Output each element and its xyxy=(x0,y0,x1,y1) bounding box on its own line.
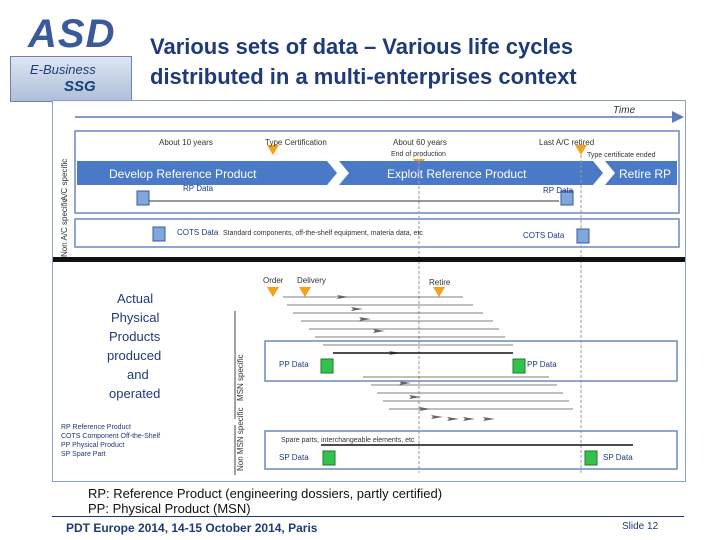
airplane-icon xyxy=(399,381,411,385)
airplane-icon xyxy=(447,417,459,421)
cots-doc-left xyxy=(152,226,166,242)
non-msn-specific-label: Non MSN specific xyxy=(236,407,245,471)
legend-cots: COTS Component Off-the-Shelf xyxy=(61,433,160,440)
airplane-icons xyxy=(337,295,495,421)
rp-data-label-left: RP Data xyxy=(183,184,214,193)
slide-number: Slide 12 xyxy=(622,521,659,532)
rp-data-doc-left xyxy=(136,190,150,206)
delivery-milestone xyxy=(299,287,311,297)
pp-data-label-left: PP Data xyxy=(279,360,309,369)
logo-asd-text: ASD xyxy=(28,12,116,56)
cots-doc-right xyxy=(576,228,590,244)
legend-pp: PP Physical Product xyxy=(61,442,124,449)
sp-description: Spare parts, interchangeable elements, e… xyxy=(281,437,415,444)
last-ac-retired-label: Last A/C retired xyxy=(539,138,594,147)
logo-ebusiness-box xyxy=(10,56,132,102)
sp-data-label-right: SP Data xyxy=(603,453,633,462)
lifecycle-diagram: Time A/C specific Non A/C specific About… xyxy=(52,100,686,482)
logo-ebusiness-text: E-Business xyxy=(30,62,96,77)
actual-line-5: and xyxy=(127,367,149,382)
airplane-icon xyxy=(351,307,363,311)
sp-doc-right xyxy=(584,450,598,466)
airplane-icon xyxy=(431,415,443,419)
title-line-1: Various sets of data – Various life cycl… xyxy=(150,34,574,59)
msn-specific-label: MSN specific xyxy=(236,354,245,401)
actual-line-3: Products xyxy=(109,329,161,344)
rp-frame xyxy=(74,130,680,214)
sp-data-label-left: SP Data xyxy=(279,453,309,462)
slide-title: Various sets of data – Various life cycl… xyxy=(150,32,710,92)
cots-label-right: COTS Data xyxy=(523,231,565,240)
type-certificate-ended-label: Type certificate ended xyxy=(587,152,656,159)
asd-logo: ASD E-Business SSG xyxy=(8,8,132,102)
ac-specific-label: A/C specific xyxy=(60,159,69,201)
about-60-years-label: About 60 years xyxy=(393,138,447,147)
order-milestone xyxy=(267,287,279,297)
cots-description: Standard components, off-the-shelf equip… xyxy=(223,230,423,237)
end-of-production-label: End of production xyxy=(391,151,446,158)
section-separator xyxy=(53,257,685,262)
pp-doc-right xyxy=(512,358,526,374)
airplane-icon xyxy=(463,417,475,421)
pp-doc-left xyxy=(320,358,334,374)
cots-label-left: COTS Data xyxy=(177,228,219,237)
airplane-icon xyxy=(419,407,431,411)
retire-phase-arrow xyxy=(605,161,677,185)
pp-data-label-right: PP Data xyxy=(527,360,557,369)
develop-phase-label: Develop Reference Product xyxy=(109,167,257,181)
type-certification-label: Type Certification xyxy=(265,138,327,147)
delivery-label: Delivery xyxy=(297,276,326,285)
time-label: Time xyxy=(613,105,636,116)
airplane-icon xyxy=(359,317,371,321)
non-ac-specific-label: Non A/C specific xyxy=(60,198,69,257)
caption-pp: PP: Physical Product (MSN) xyxy=(88,501,251,516)
about-10-years-label: About 10 years xyxy=(159,138,213,147)
actual-line-2: Physical xyxy=(111,310,160,325)
airplane-icon xyxy=(409,395,421,399)
sp-frame xyxy=(264,430,678,470)
rp-data-label-right: RP Data xyxy=(543,186,574,195)
type-cert-milestone xyxy=(267,145,279,155)
last-ac-milestone xyxy=(575,145,587,155)
legend-sp: SP Spare Part xyxy=(61,451,106,458)
sp-doc-left xyxy=(322,450,336,466)
footer-divider xyxy=(52,516,684,517)
logo-ssg-text: SSG xyxy=(64,78,96,95)
order-label: Order xyxy=(263,276,284,285)
retire-event-label: Retire xyxy=(429,278,451,287)
actual-line-4: produced xyxy=(107,348,161,363)
develop-phase-arrow xyxy=(77,161,337,185)
airplane-icon xyxy=(337,295,349,299)
caption-rp: RP: Reference Product (engineering dossi… xyxy=(88,486,443,501)
exploit-phase-arrow xyxy=(339,161,603,185)
cots-frame xyxy=(74,218,680,248)
aircraft-lifelines xyxy=(283,296,573,410)
lifecycle-diagram-svg: Time A/C specific Non A/C specific About… xyxy=(53,105,685,475)
title-line-2: distributed in a multi-enterprises conte… xyxy=(150,64,577,89)
actual-line-1: Actual xyxy=(117,291,153,306)
rp-data-doc-right xyxy=(560,190,574,206)
airplane-icon xyxy=(373,329,385,333)
legend-rp: RP Reference Product xyxy=(61,424,131,431)
footer-event: PDT Europe 2014, 14-15 October 2014, Par… xyxy=(66,521,318,535)
exploit-phase-label: Exploit Reference Product xyxy=(387,167,527,181)
pp-frame xyxy=(264,340,678,382)
airplane-icon xyxy=(483,417,495,421)
actual-line-6: operated xyxy=(109,386,160,401)
retire-phase-label: Retire RP xyxy=(619,167,671,181)
retire-milestone xyxy=(433,287,445,297)
